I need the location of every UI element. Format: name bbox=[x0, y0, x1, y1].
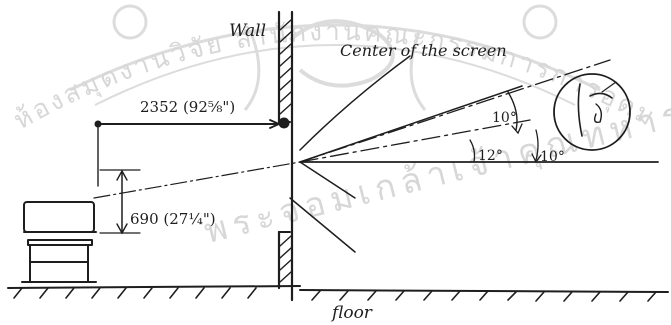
center-of-screen-label: Center of the screen bbox=[340, 41, 507, 60]
wall bbox=[277, 10, 294, 302]
angle-lower-label: 10° bbox=[540, 149, 565, 165]
chair bbox=[21, 201, 97, 283]
floor-label: floor bbox=[330, 303, 373, 323]
angle-middle-label: 12° bbox=[478, 148, 503, 164]
horizontal-distance-label: 2352 (92⅝") bbox=[140, 98, 235, 116]
eye-height-label: 690 (27¼") bbox=[130, 210, 216, 228]
floor-line bbox=[7, 285, 669, 293]
floor-hatching bbox=[13, 287, 657, 302]
dimension-lines bbox=[93, 119, 301, 235]
wall-label: Wall bbox=[229, 21, 266, 41]
watermark-seal bbox=[69, 4, 601, 111]
watermark-bottom-text: พระจอมเกล้าเจ้าคุณทหาร bbox=[200, 93, 671, 252]
svg-text:ห้องสมุดงานวิจัย สำนักงานคณะกร: ห้องสมุดงานวิจัย สำนักงานคณะกรรมการการอุ… bbox=[0, 0, 662, 136]
angle-upper-label: 10° bbox=[492, 110, 517, 126]
eye-detail-circle bbox=[553, 73, 631, 151]
watermark-arc-text: ห้องสมุดงานวิจัย สำนักงานคณะกรรมการการอุ… bbox=[0, 0, 659, 136]
viewing-angle-lines bbox=[289, 55, 659, 253]
